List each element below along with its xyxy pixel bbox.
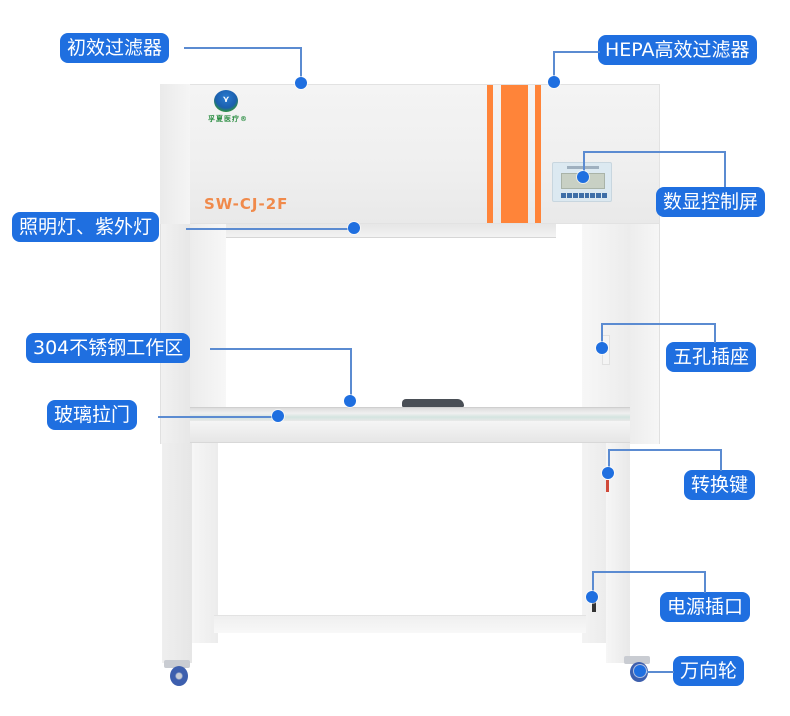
lcd-button[interactable]	[590, 193, 596, 198]
cabinet-side-edge	[160, 84, 190, 224]
lcd-button[interactable]	[578, 193, 584, 198]
callout-glass-sliding-door: 玻璃拉门	[47, 400, 138, 430]
glass-door-rail	[190, 407, 630, 421]
lcd-button[interactable]	[561, 193, 566, 198]
leader-line	[592, 571, 594, 595]
left-leg	[162, 443, 192, 663]
lcd-button[interactable]	[596, 193, 602, 198]
marker-dot-icon	[548, 76, 560, 88]
callout-primary-filter: 初效过滤器	[60, 33, 170, 63]
marker-dot-icon	[348, 222, 360, 234]
power-cable	[402, 399, 464, 407]
brand-name: 孚夏医疗®	[208, 115, 248, 123]
lcd-button[interactable]	[602, 193, 607, 198]
callout-display-panel: 数显控制屏	[656, 187, 766, 217]
leader-line	[720, 449, 722, 471]
leader-line	[350, 348, 352, 400]
callout-hepa-filter: HEPA高效过滤器	[598, 35, 757, 65]
callout-switch-key: 转换键	[684, 470, 756, 500]
marker-dot-icon	[634, 665, 646, 677]
marker-dot-icon	[577, 171, 589, 183]
leader-line	[300, 47, 302, 83]
callout-lights: 照明灯、紫外灯	[12, 212, 160, 242]
leader-line	[553, 51, 600, 53]
right-leg	[606, 443, 630, 663]
logo-wing-icon: ⋎	[222, 95, 230, 105]
marker-dot-icon	[602, 467, 614, 479]
leader-line	[186, 228, 354, 230]
leader-line	[583, 151, 726, 153]
model-number: SW-CJ-2F	[204, 195, 289, 213]
leader-line	[583, 151, 585, 173]
light-fixture	[226, 224, 556, 238]
caster-wheel-left-icon	[164, 660, 190, 688]
left-leg-side	[192, 443, 218, 643]
orange-stripe-right	[535, 85, 541, 223]
callout-work-area: 304不锈钢工作区	[26, 333, 191, 363]
leader-line	[724, 151, 726, 187]
logo-emblem-icon	[214, 90, 238, 112]
leader-line	[642, 671, 674, 673]
marker-dot-icon	[586, 591, 598, 603]
leader-line	[704, 571, 706, 593]
marker-dot-icon	[295, 77, 307, 89]
marker-dot-icon	[272, 410, 284, 422]
work-surface-front	[190, 421, 630, 443]
callout-caster-wheel: 万向轮	[673, 656, 745, 686]
lcd-button[interactable]	[566, 193, 572, 198]
leader-line	[608, 449, 610, 469]
lcd-button[interactable]	[584, 193, 590, 198]
orange-stripe-left	[487, 85, 493, 223]
leader-line	[553, 51, 555, 81]
marker-dot-icon	[344, 395, 356, 407]
leader-line	[184, 47, 302, 49]
leader-line	[601, 323, 716, 325]
callout-power-inlet: 电源插口	[660, 592, 751, 622]
lcd-button-row[interactable]	[561, 193, 607, 198]
leader-line	[592, 571, 706, 573]
right-inner-wall	[582, 224, 630, 408]
right-side-panel	[630, 224, 660, 444]
switch-key-icon	[606, 480, 609, 492]
leader-line	[608, 449, 722, 451]
leader-line	[601, 323, 603, 345]
marker-dot-icon	[596, 342, 608, 354]
leader-line	[158, 416, 278, 418]
brand-logo: ⋎ 孚夏医疗®	[202, 88, 252, 124]
base-crossbar	[214, 615, 586, 633]
lcd-button[interactable]	[572, 193, 578, 198]
left-inner-wall	[190, 224, 226, 408]
callout-five-hole-socket: 五孔插座	[666, 342, 757, 372]
leader-line	[714, 323, 716, 343]
orange-stripe-center	[501, 85, 528, 223]
power-plug-icon	[592, 600, 596, 612]
leader-line	[210, 348, 352, 350]
